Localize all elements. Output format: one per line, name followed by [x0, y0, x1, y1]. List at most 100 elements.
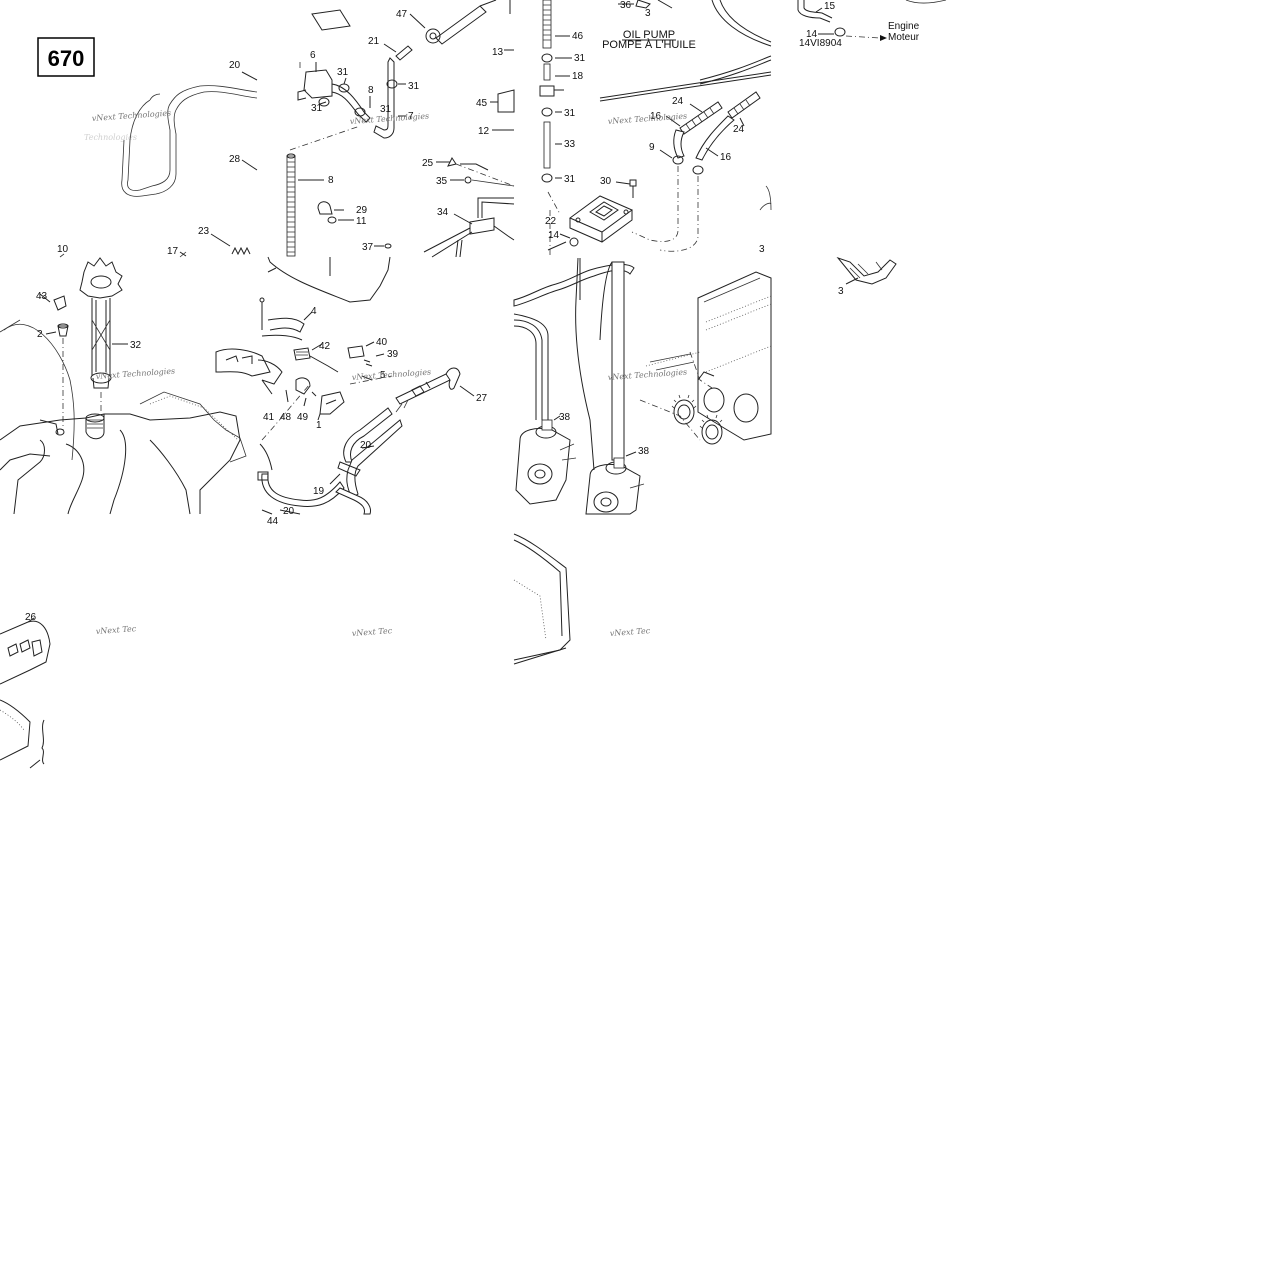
- part-label: 31: [380, 104, 392, 115]
- part-label: 29: [356, 205, 368, 216]
- part-label: 38: [559, 412, 571, 423]
- part-label: 16: [720, 152, 732, 163]
- part-label: 24: [672, 96, 684, 107]
- part-label: 36: [620, 0, 632, 11]
- part-label: 20: [229, 60, 241, 71]
- part-label: 15: [824, 1, 836, 12]
- spring-tube: [286, 153, 296, 257]
- oil-pump-title-en: OIL PUMP: [623, 29, 675, 41]
- part-label: 3: [838, 286, 844, 297]
- part-label: 8: [328, 175, 334, 186]
- part-label: 20: [283, 506, 295, 517]
- tile-r0c2: 3 OIL PUMP POMPE À L'HUILE: [539, 0, 772, 257]
- part-label: 9: [649, 142, 655, 153]
- fuel-tank: [0, 411, 241, 515]
- watermark-shadow: Technologies: [84, 133, 137, 142]
- part-label: 31: [574, 53, 586, 64]
- primer-pump: [395, 367, 461, 413]
- tile-r0c0: 20 28 23 17 10 vNext Technologies Techno…: [57, 60, 258, 258]
- part-label: 8: [368, 85, 374, 96]
- tile-r0c3: Engine Moteur 14VI8904 15 14 3: [797, 0, 947, 297]
- part-label: 42: [319, 341, 331, 352]
- tile-r1c0: 43 2 32 vNext Technologies: [0, 257, 247, 515]
- part-label: 18: [572, 71, 584, 82]
- watermark: vNext Tec: [610, 626, 652, 638]
- part-label: 34: [437, 207, 449, 218]
- part-label: 4: [311, 306, 317, 317]
- part-label: 47: [396, 9, 408, 20]
- part-label: 31: [564, 174, 576, 185]
- tile-r2c0: 26 vNext Tec: [0, 612, 138, 769]
- part-label: 19: [313, 486, 325, 497]
- part-label: 44: [267, 516, 279, 527]
- part-label: 33: [564, 139, 576, 150]
- svg-text:3: 3: [645, 8, 651, 19]
- watermark: vNext Tec: [352, 626, 394, 638]
- engine-label-fr: Moteur: [888, 32, 920, 43]
- part-label: 40: [376, 337, 388, 348]
- carburetor-left: [515, 425, 577, 505]
- part-label: 39: [387, 349, 399, 360]
- part-label: 22: [545, 216, 557, 227]
- part-label: 31: [311, 103, 323, 114]
- oil-pump-body: [569, 195, 633, 243]
- oil-pump-title-fr: POMPE À L'HUILE: [602, 38, 696, 51]
- engine-label-en: Engine: [888, 21, 920, 32]
- tile-r2c1: vNext Tec: [352, 626, 394, 638]
- part-label: 31: [408, 81, 420, 92]
- watermark: vNext Tec: [96, 624, 138, 636]
- part-label: 48: [280, 412, 292, 423]
- part-label: 1: [316, 420, 322, 431]
- part-label: 46: [572, 31, 584, 42]
- tile-r1c2: 38 38 vNext Technologies: [513, 257, 772, 515]
- part-label: 25: [422, 158, 434, 169]
- part-label: 6: [310, 50, 316, 61]
- airbox: [697, 271, 772, 441]
- part-label: 24: [733, 124, 745, 135]
- part-label: 28: [229, 154, 241, 165]
- watermark: vNext Technologies: [92, 108, 172, 123]
- part-label: 12: [478, 126, 490, 137]
- part-label: 3: [759, 244, 765, 255]
- part-label: 17: [167, 246, 179, 257]
- part-label: 21: [368, 36, 380, 47]
- part-label: 13: [492, 47, 504, 58]
- part-label: 26: [25, 612, 37, 623]
- part-label: 5: [380, 370, 386, 381]
- figure-reference: 14VI8904: [799, 38, 842, 49]
- part-label: 43: [36, 291, 48, 302]
- part-label: 14: [548, 230, 560, 241]
- part-label: 45: [476, 98, 488, 109]
- part-label: 16: [650, 111, 662, 122]
- part-label: 7: [408, 111, 414, 122]
- part-label: 32: [130, 340, 142, 351]
- part-label: 35: [436, 176, 448, 187]
- part-label: 2: [37, 329, 43, 340]
- tile-r1c1: 4 42 40 39 5 27 41 48 49 1 20 19 20 44 v…: [215, 256, 488, 527]
- part-label: 31: [337, 67, 349, 78]
- part-label: 14: [806, 29, 818, 40]
- air-intake-boots: [671, 394, 723, 445]
- part-label: 41: [263, 412, 275, 423]
- tile-r0c1: 47 21 13 6 31 31 8 31 7 31 45 12 8 25 35…: [286, 0, 515, 258]
- watermark: vNext Technologies: [608, 111, 688, 126]
- watermark: vNext Technologies: [96, 366, 176, 381]
- part-label: 20: [360, 440, 372, 451]
- part-label: 38: [638, 446, 650, 457]
- tile-r2c2: vNext Tec: [513, 533, 652, 665]
- fuel-gauge-assembly: [79, 257, 123, 389]
- part-label: 30: [600, 176, 612, 187]
- watermark: vNext Technologies: [352, 367, 432, 382]
- part-label: 23: [198, 226, 210, 237]
- part-label: 11: [356, 216, 367, 227]
- diagram-number: 670: [48, 46, 85, 71]
- part-label: 49: [297, 412, 309, 423]
- part-label: 31: [564, 108, 576, 119]
- part-label: 37: [362, 242, 374, 253]
- carburetor-right: [585, 461, 645, 515]
- part-label: 10: [57, 244, 69, 255]
- diagram-number-box: 670: [37, 37, 95, 77]
- part-label: 27: [476, 393, 488, 404]
